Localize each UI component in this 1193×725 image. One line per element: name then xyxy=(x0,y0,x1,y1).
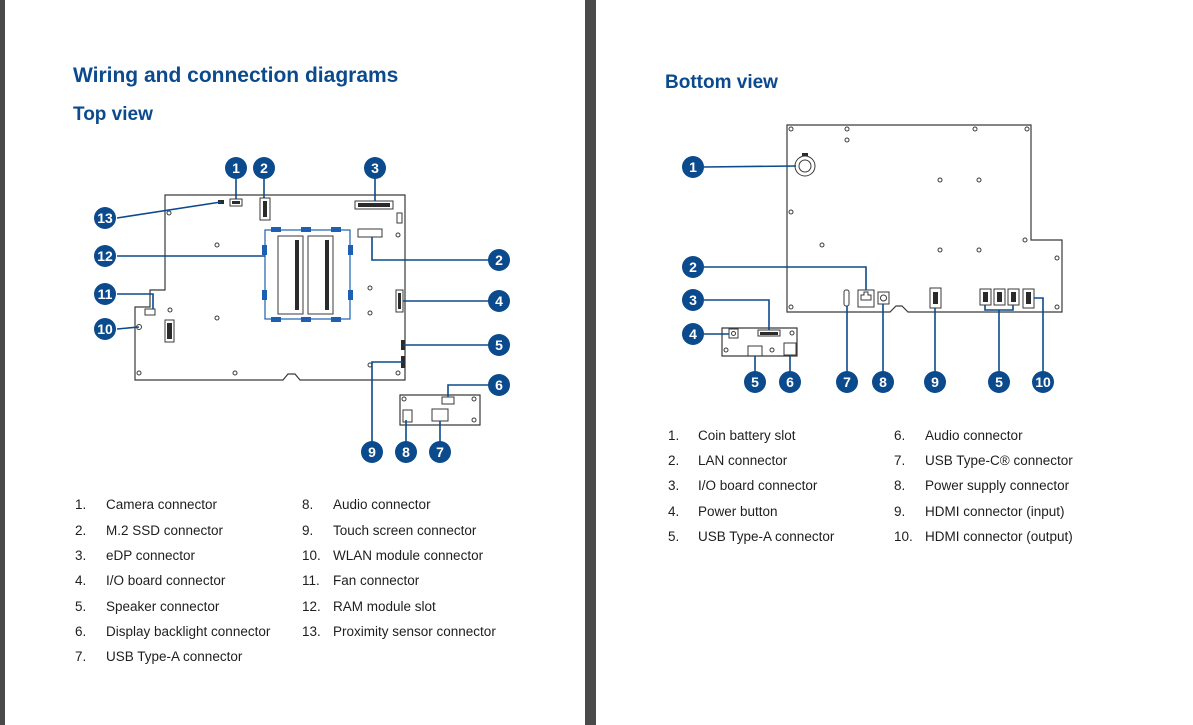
callout-12: 12 xyxy=(94,245,116,267)
svg-text:5: 5 xyxy=(495,337,503,353)
svg-text:7: 7 xyxy=(843,374,851,390)
svg-text:8: 8 xyxy=(402,444,410,460)
svg-text:9: 9 xyxy=(931,374,939,390)
coin-battery-slot xyxy=(794,153,816,177)
io-daughter-board xyxy=(399,394,481,426)
callout-7: 7 xyxy=(429,441,451,463)
mainboard-outline-bottom xyxy=(786,124,1063,313)
svg-text:6: 6 xyxy=(786,374,794,390)
callout-2: 2 xyxy=(682,256,704,278)
callout-4: 4 xyxy=(488,290,510,312)
fan-connector xyxy=(144,308,156,316)
callout-5b: 5 xyxy=(988,371,1010,393)
power-supply-connector xyxy=(877,291,890,305)
callout-2b: 2 xyxy=(488,249,510,271)
power-button xyxy=(728,328,739,339)
svg-text:4: 4 xyxy=(689,326,697,342)
svg-text:2: 2 xyxy=(260,160,268,176)
svg-text:3: 3 xyxy=(371,160,379,176)
callout-13: 13 xyxy=(94,207,116,229)
svg-text:5: 5 xyxy=(751,374,759,390)
audio-connector xyxy=(402,409,413,423)
svg-text:7: 7 xyxy=(436,444,444,460)
mounting-holes xyxy=(136,210,401,376)
left-page: Wiring and connection diagrams Top view xyxy=(5,0,585,725)
callout-1: 1 xyxy=(682,156,704,178)
svg-text:3: 3 xyxy=(689,292,697,308)
usb-type-a-connectors xyxy=(979,288,1020,306)
callout-2: 2 xyxy=(253,157,275,179)
callout-11: 11 xyxy=(94,283,116,305)
mounting-holes-bottom xyxy=(788,126,1060,310)
svg-text:9: 9 xyxy=(368,444,376,460)
leader-lines xyxy=(116,178,489,442)
callout-5: 5 xyxy=(744,371,766,393)
svg-text:2: 2 xyxy=(689,259,697,275)
callout-6: 6 xyxy=(779,371,801,393)
callout-9: 9 xyxy=(361,441,383,463)
svg-text:10: 10 xyxy=(97,321,113,337)
callout-3: 3 xyxy=(682,289,704,311)
usb-type-a-connector xyxy=(431,408,449,422)
callout-6: 6 xyxy=(488,374,510,396)
legend-top-view: 1.Camera connector 2.M.2 SSD connector 3… xyxy=(75,497,496,664)
svg-text:12: 12 xyxy=(97,248,113,264)
callout-9: 9 xyxy=(924,371,946,393)
top-view-diagram: 1 2 3 13 12 2 4 11 10 5 6 9 8 7 xyxy=(94,157,510,463)
callout-8: 8 xyxy=(395,441,417,463)
svg-text:6: 6 xyxy=(495,377,503,393)
legend-bottom-view: 1.Coin battery slot 2.LAN connector 3.I/… xyxy=(668,428,1073,544)
leader-lines-bottom xyxy=(703,165,1044,372)
bottom-view-diagram: 1 2 3 4 5 6 7 8 9 5 10 xyxy=(682,124,1063,393)
right-page: Bottom view xyxy=(596,0,1193,725)
callout-4: 4 xyxy=(682,323,704,345)
svg-text:1: 1 xyxy=(232,160,240,176)
mainboard-outline xyxy=(134,194,406,381)
callout-10: 10 xyxy=(94,318,116,340)
callout-3: 3 xyxy=(364,157,386,179)
m2-ssd-connector-top xyxy=(259,197,271,221)
callout-7: 7 xyxy=(836,371,858,393)
wlan-module-connector xyxy=(164,319,175,343)
edp-connector xyxy=(354,200,394,210)
callout-8: 8 xyxy=(872,371,894,393)
svg-text:10: 10 xyxy=(1035,374,1051,390)
callout-5: 5 xyxy=(488,334,510,356)
ram-module-slot xyxy=(262,227,353,322)
callout-10: 10 xyxy=(1032,371,1054,393)
io-board-bottom xyxy=(721,327,798,357)
svg-text:8: 8 xyxy=(879,374,887,390)
callout-1: 1 xyxy=(225,157,247,179)
svg-text:13: 13 xyxy=(97,210,113,226)
m2-ssd-connector xyxy=(357,228,383,238)
svg-text:11: 11 xyxy=(98,286,113,302)
svg-text:5: 5 xyxy=(995,374,1003,390)
section-heading-top-view: Top view xyxy=(73,104,153,125)
svg-text:2: 2 xyxy=(495,252,503,268)
lan-connector xyxy=(857,289,875,308)
usb-type-c-connector xyxy=(843,289,850,307)
svg-text:1: 1 xyxy=(689,159,697,175)
section-heading-bottom-view: Bottom view xyxy=(665,72,778,93)
svg-text:4: 4 xyxy=(495,293,503,309)
display-backlight-connector xyxy=(441,396,455,405)
page-title: Wiring and connection diagrams xyxy=(73,64,399,87)
